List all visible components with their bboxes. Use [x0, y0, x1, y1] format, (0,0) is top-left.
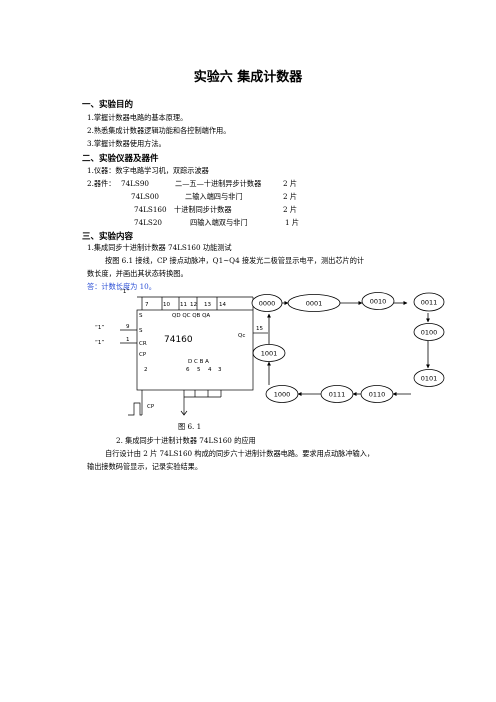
page-title: 实验六 集成计数器 — [193, 70, 303, 85]
left-input-label: “1” — [95, 325, 104, 331]
s3-para-1-line-1: 按图 6.1 接线，CP 接点动脉冲，Q1~Q4 接发光二极管显示电平，测出芯片… — [105, 256, 365, 265]
part-desc: 二—五—十进制异步计数器 — [175, 179, 262, 188]
s3-para-2-line-2: 输出接数码管显示，记录实验结果。 — [87, 462, 203, 471]
section-1-heading: 一、实验目的 — [82, 100, 134, 110]
part-qty: 2 片 — [283, 205, 298, 214]
part-qty: 1 片 — [285, 218, 300, 227]
pin-label-cr: CR — [139, 341, 147, 347]
q-output-labels: QD QC QB QA — [172, 313, 210, 319]
state-0100: 0100 — [421, 329, 438, 337]
s1-item-2: 2.熟悉集成计数器逻辑功能和各控制端作用。 — [87, 126, 231, 135]
part-desc: 四输入端双与非门 — [190, 218, 248, 227]
state-0111: 0111 — [329, 391, 346, 399]
s2-item-1: 1.仪器：数字电路学习机，双踪示波器 — [87, 166, 209, 175]
left-input-label: “1” — [95, 340, 104, 346]
state-0000: 0000 — [259, 300, 276, 308]
answer-text: 答：计数长度为 10。 — [87, 282, 156, 291]
pin-number: 11 — [180, 302, 187, 308]
state-0011: 0011 — [421, 299, 438, 307]
part-name: 74LS20 — [134, 218, 162, 227]
state-1001: 1001 — [261, 350, 278, 358]
part-qty: 2 片 — [283, 192, 298, 201]
pin-label-qc: Qc — [238, 333, 245, 339]
s1-item-3: 3.掌握计数器使用方法。 — [87, 139, 166, 148]
part-desc: 十进制同步计数器 — [174, 205, 232, 214]
pin-number: 2 — [144, 367, 148, 373]
pin-label-s2: S — [139, 328, 143, 334]
figure-caption: 图 6. 1 — [178, 422, 202, 431]
pin-number: 13 — [204, 302, 211, 308]
part-name: 74LS00 — [131, 192, 159, 201]
chip-name: 74160 — [164, 335, 193, 345]
state-1000: 1000 — [274, 391, 291, 399]
pin-number: 6 — [186, 367, 190, 373]
d-input-labels: D C B A — [188, 359, 209, 365]
pin-number: 15 — [256, 326, 263, 332]
pin-number: 4 — [208, 367, 212, 373]
section-2-heading: 二、实验仪器及器件 — [82, 154, 159, 164]
part-name: 74LS160 — [134, 205, 167, 214]
part-desc: 二输入端四与非门 — [185, 192, 243, 201]
s3-para-1-line-2: 数长度，并画出其状态转换图。 — [87, 269, 188, 278]
state-0001: 0001 — [306, 300, 323, 308]
pin-number: 1 — [126, 337, 130, 343]
state-0110: 0110 — [369, 391, 386, 399]
s3-item-2: 2. 集成同步十进制计数器 74LS160 的应用 — [116, 436, 256, 445]
state-0010: 0010 — [370, 298, 387, 306]
pin-number: 3 — [218, 367, 222, 373]
pin-label-cp: CP — [139, 352, 147, 358]
pin-number: 7 — [145, 302, 149, 308]
pin-number: 5 — [197, 367, 201, 373]
state-0101: 0101 — [421, 375, 438, 383]
circuit-diagram: “1” “1” “1” 7 10 11 12 13 14 S QD QC QB … — [95, 289, 268, 416]
s3-para-2-line-1: 自行设计由 2 片 74LS160 构成的同步六十进制计数器电路。要求用点动脉冲… — [105, 449, 375, 458]
top-input-label: “1” — [120, 289, 129, 295]
cp-input-label: CP — [147, 404, 155, 410]
part-name: 74LS90 — [121, 179, 149, 188]
pin-number: 9 — [126, 324, 130, 330]
pin-number: 10 — [163, 302, 170, 308]
section-3-heading: 三、实验内容 — [82, 232, 134, 242]
pin-label-s1: S — [139, 313, 143, 319]
pin-number: 14 — [219, 302, 226, 308]
s2-item-2-prefix: 2.器件： — [87, 179, 116, 188]
s3-item-1: 1.集成同步十进制计数器 74LS160 功能测试 — [87, 243, 232, 252]
part-qty: 2 片 — [283, 179, 298, 188]
state-diagram: 0000 0001 0010 0011 0100 0101 0110 0111 … — [251, 292, 445, 403]
pin-number: 12 — [190, 302, 197, 308]
s1-item-1: 1.掌握计数器电路的基本原理。 — [87, 113, 188, 122]
